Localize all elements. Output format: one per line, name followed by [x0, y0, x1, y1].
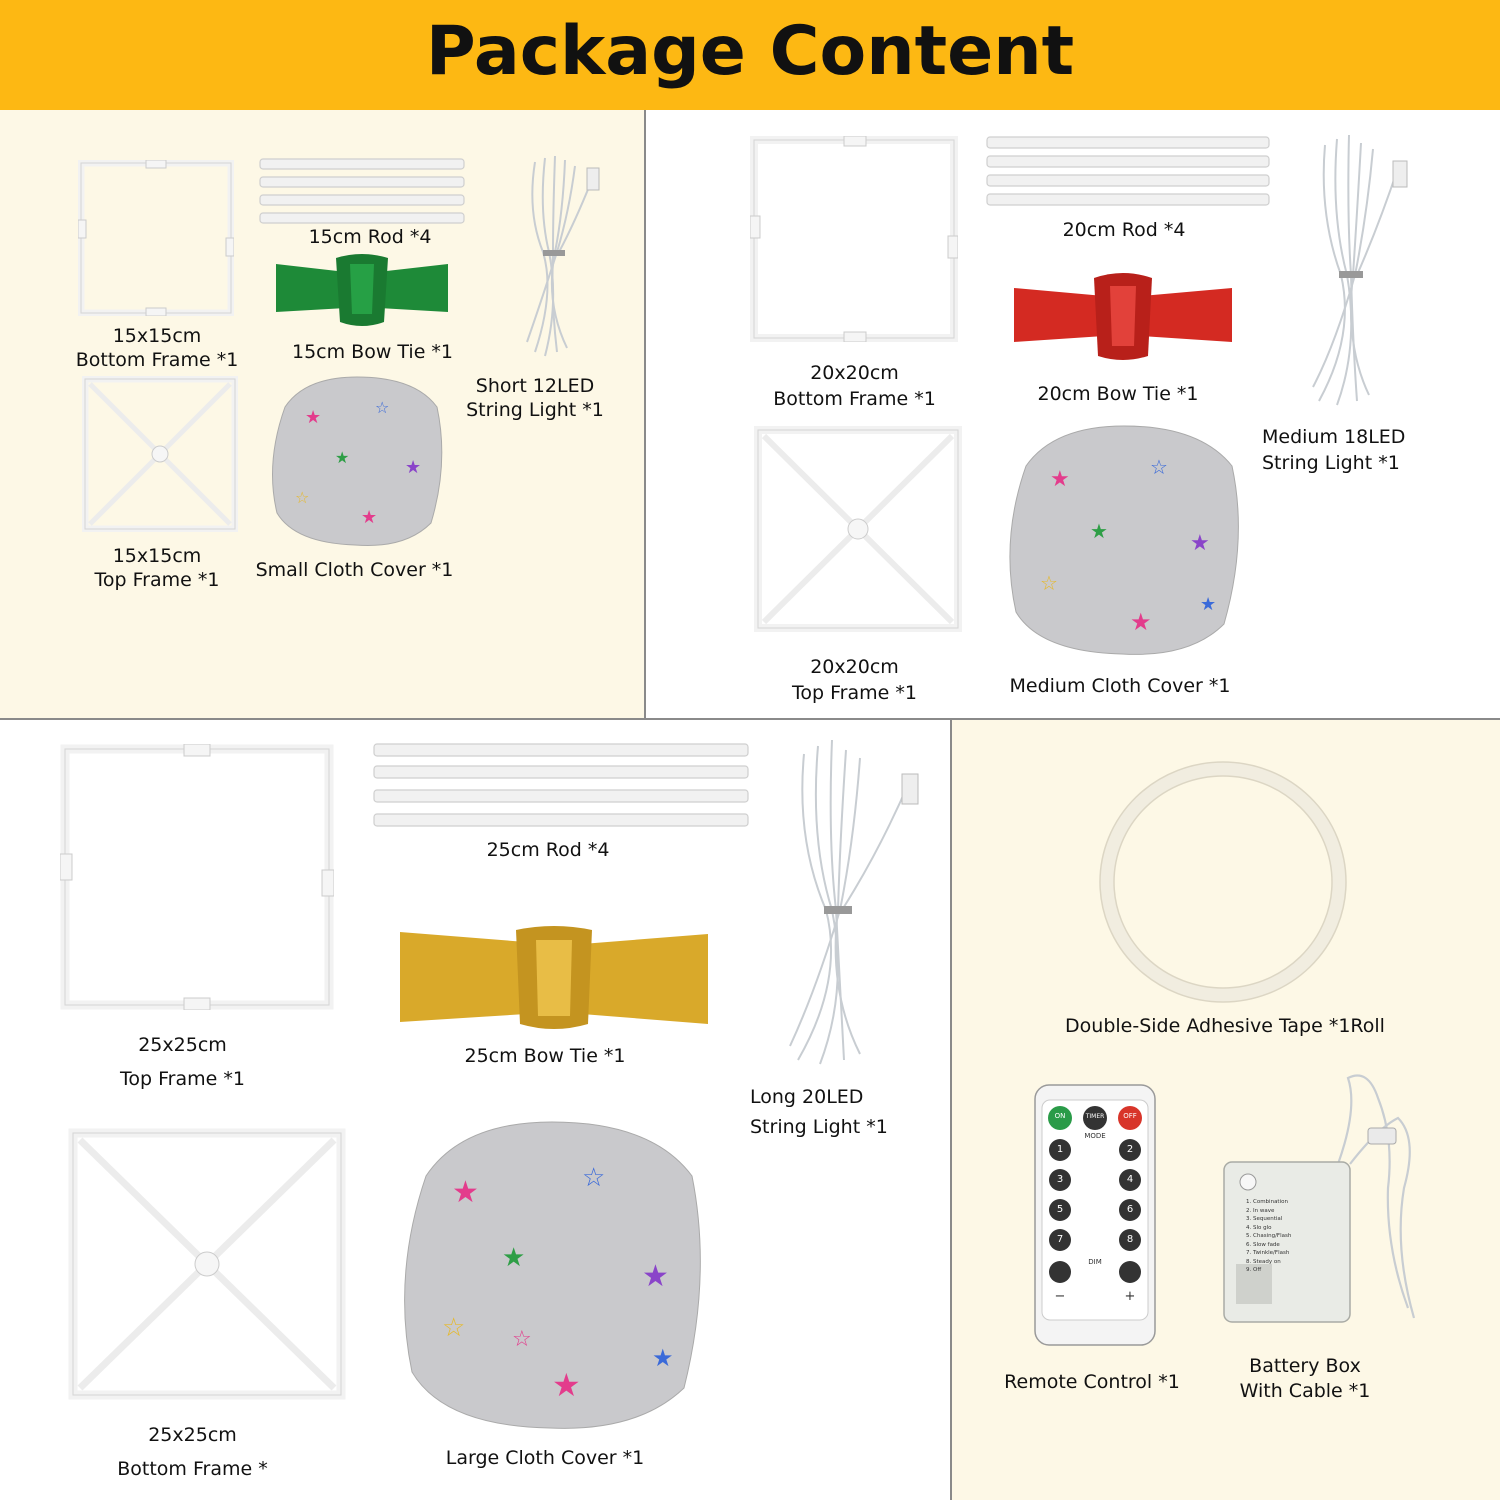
medium-cloth-cover-label: Medium Cloth Cover *1	[1009, 675, 1231, 697]
svg-text:☆: ☆	[295, 488, 309, 507]
adhesive-tape-image	[1098, 760, 1348, 1004]
svg-text:★: ★	[1050, 467, 1070, 492]
svg-text:★: ★	[1200, 594, 1216, 615]
svg-text:★: ★	[552, 1366, 581, 1404]
divider-vertical-top	[644, 110, 646, 720]
remote-button-7-label: 7	[1056, 1234, 1064, 1245]
divider-vertical-bottom	[950, 720, 952, 1500]
remote-on-button	[1048, 1106, 1072, 1130]
svg-text:☆: ☆	[1040, 571, 1058, 595]
remote-dim-label: DIM	[1088, 1258, 1102, 1266]
small-string-light-image	[505, 152, 615, 362]
battery-modes-list: 1. Combination 2. In wave 3. Sequential …	[1246, 1199, 1292, 1273]
svg-text:☆: ☆	[582, 1163, 605, 1193]
svg-text:☆: ☆	[442, 1313, 465, 1343]
large-top-frame-image	[60, 744, 334, 1010]
svg-text:☆: ☆	[375, 398, 389, 417]
medium-rods-image	[985, 133, 1273, 209]
svg-text:★: ★	[502, 1243, 525, 1273]
remote-on-label: ON	[1054, 1112, 1066, 1120]
medium-cloth-cover-image: ★ ☆ ★ ★ ☆ ★ ★	[1000, 420, 1246, 660]
remote-button-6-label: 6	[1126, 1204, 1134, 1215]
svg-text:★: ★	[405, 457, 421, 478]
remote-timer-button	[1083, 1106, 1107, 1130]
remote-mode-label: MODE	[1084, 1132, 1106, 1140]
small-top-frame-image	[82, 376, 238, 532]
large-cloth-cover-image: ★ ☆ ★ ★ ☆ ★ ★ ☆	[392, 1116, 712, 1436]
small-rods-image	[258, 155, 468, 227]
svg-text:★: ★	[305, 407, 321, 428]
remote-plus-label: +	[1124, 1289, 1136, 1304]
large-cloth-cover-label: Large Cloth Cover *1	[445, 1447, 645, 1469]
medium-rod-label: 20cm Rod *4	[1062, 219, 1186, 241]
large-rods-image	[372, 740, 752, 830]
medium-bottom-frame-image	[750, 136, 958, 342]
remote-button-8-label: 8	[1126, 1234, 1134, 1245]
large-bow-tie-image	[396, 926, 712, 1030]
remote-button-5-label: 5	[1056, 1204, 1064, 1215]
svg-text:☆: ☆	[1150, 455, 1168, 479]
large-rod-label: 25cm Rod *4	[486, 839, 610, 861]
svg-text:★: ★	[652, 1344, 674, 1372]
svg-text:★: ★	[1090, 519, 1108, 543]
remote-timer-label: TIMER	[1085, 1113, 1105, 1120]
large-string-light-image	[770, 730, 930, 1070]
page-title: Package Content	[425, 12, 1075, 91]
title-banner: Package Content	[0, 0, 1500, 110]
svg-text:☆: ☆	[512, 1327, 532, 1352]
small-bottom-frame-image	[78, 160, 234, 316]
remote-off-button	[1118, 1106, 1142, 1130]
medium-bow-tie-label: 20cm Bow Tie *1	[1037, 383, 1199, 405]
remote-button-4-label: 4	[1126, 1174, 1134, 1185]
small-rod-label: 15cm Rod *4	[308, 226, 432, 248]
small-bow-tie-label: 15cm Bow Tie *1	[291, 341, 454, 363]
medium-string-light-image	[1295, 125, 1425, 411]
remote-control-image: ON TIMER OFF MODE 1 2 3 4 5 6 7 8 DIM − …	[1034, 1084, 1156, 1346]
remote-control-label: Remote Control *1	[1004, 1371, 1180, 1393]
remote-minus-label: −	[1054, 1289, 1066, 1304]
adhesive-tape-label: Double-Side Adhesive Tape *1Roll	[1065, 1015, 1385, 1037]
svg-text:★: ★	[1190, 531, 1210, 556]
svg-text:★: ★	[642, 1259, 669, 1294]
battery-box-image: 1. Combination 2. In wave 3. Sequential …	[1218, 1068, 1428, 1338]
small-cloth-cover-image: ★ ☆ ★ ★ ☆ ★	[265, 373, 447, 549]
remote-off-label: OFF	[1123, 1112, 1137, 1120]
svg-text:★: ★	[361, 507, 377, 528]
small-cloth-cover-label: Small Cloth Cover *1	[255, 559, 454, 581]
medium-top-frame-image	[754, 426, 962, 632]
large-bow-tie-label: 25cm Bow Tie *1	[464, 1045, 626, 1067]
divider-horizontal	[0, 718, 1500, 720]
small-bow-tie-image	[272, 252, 452, 328]
svg-text:★: ★	[1130, 608, 1152, 636]
remote-button-1-label: 1	[1056, 1144, 1064, 1155]
remote-button-3-label: 3	[1056, 1174, 1064, 1185]
medium-bow-tie-image	[1010, 270, 1236, 362]
svg-text:★: ★	[452, 1175, 479, 1210]
large-bottom-frame-image	[68, 1128, 346, 1400]
svg-text:★: ★	[335, 448, 349, 467]
remote-button-2-label: 2	[1126, 1144, 1134, 1155]
